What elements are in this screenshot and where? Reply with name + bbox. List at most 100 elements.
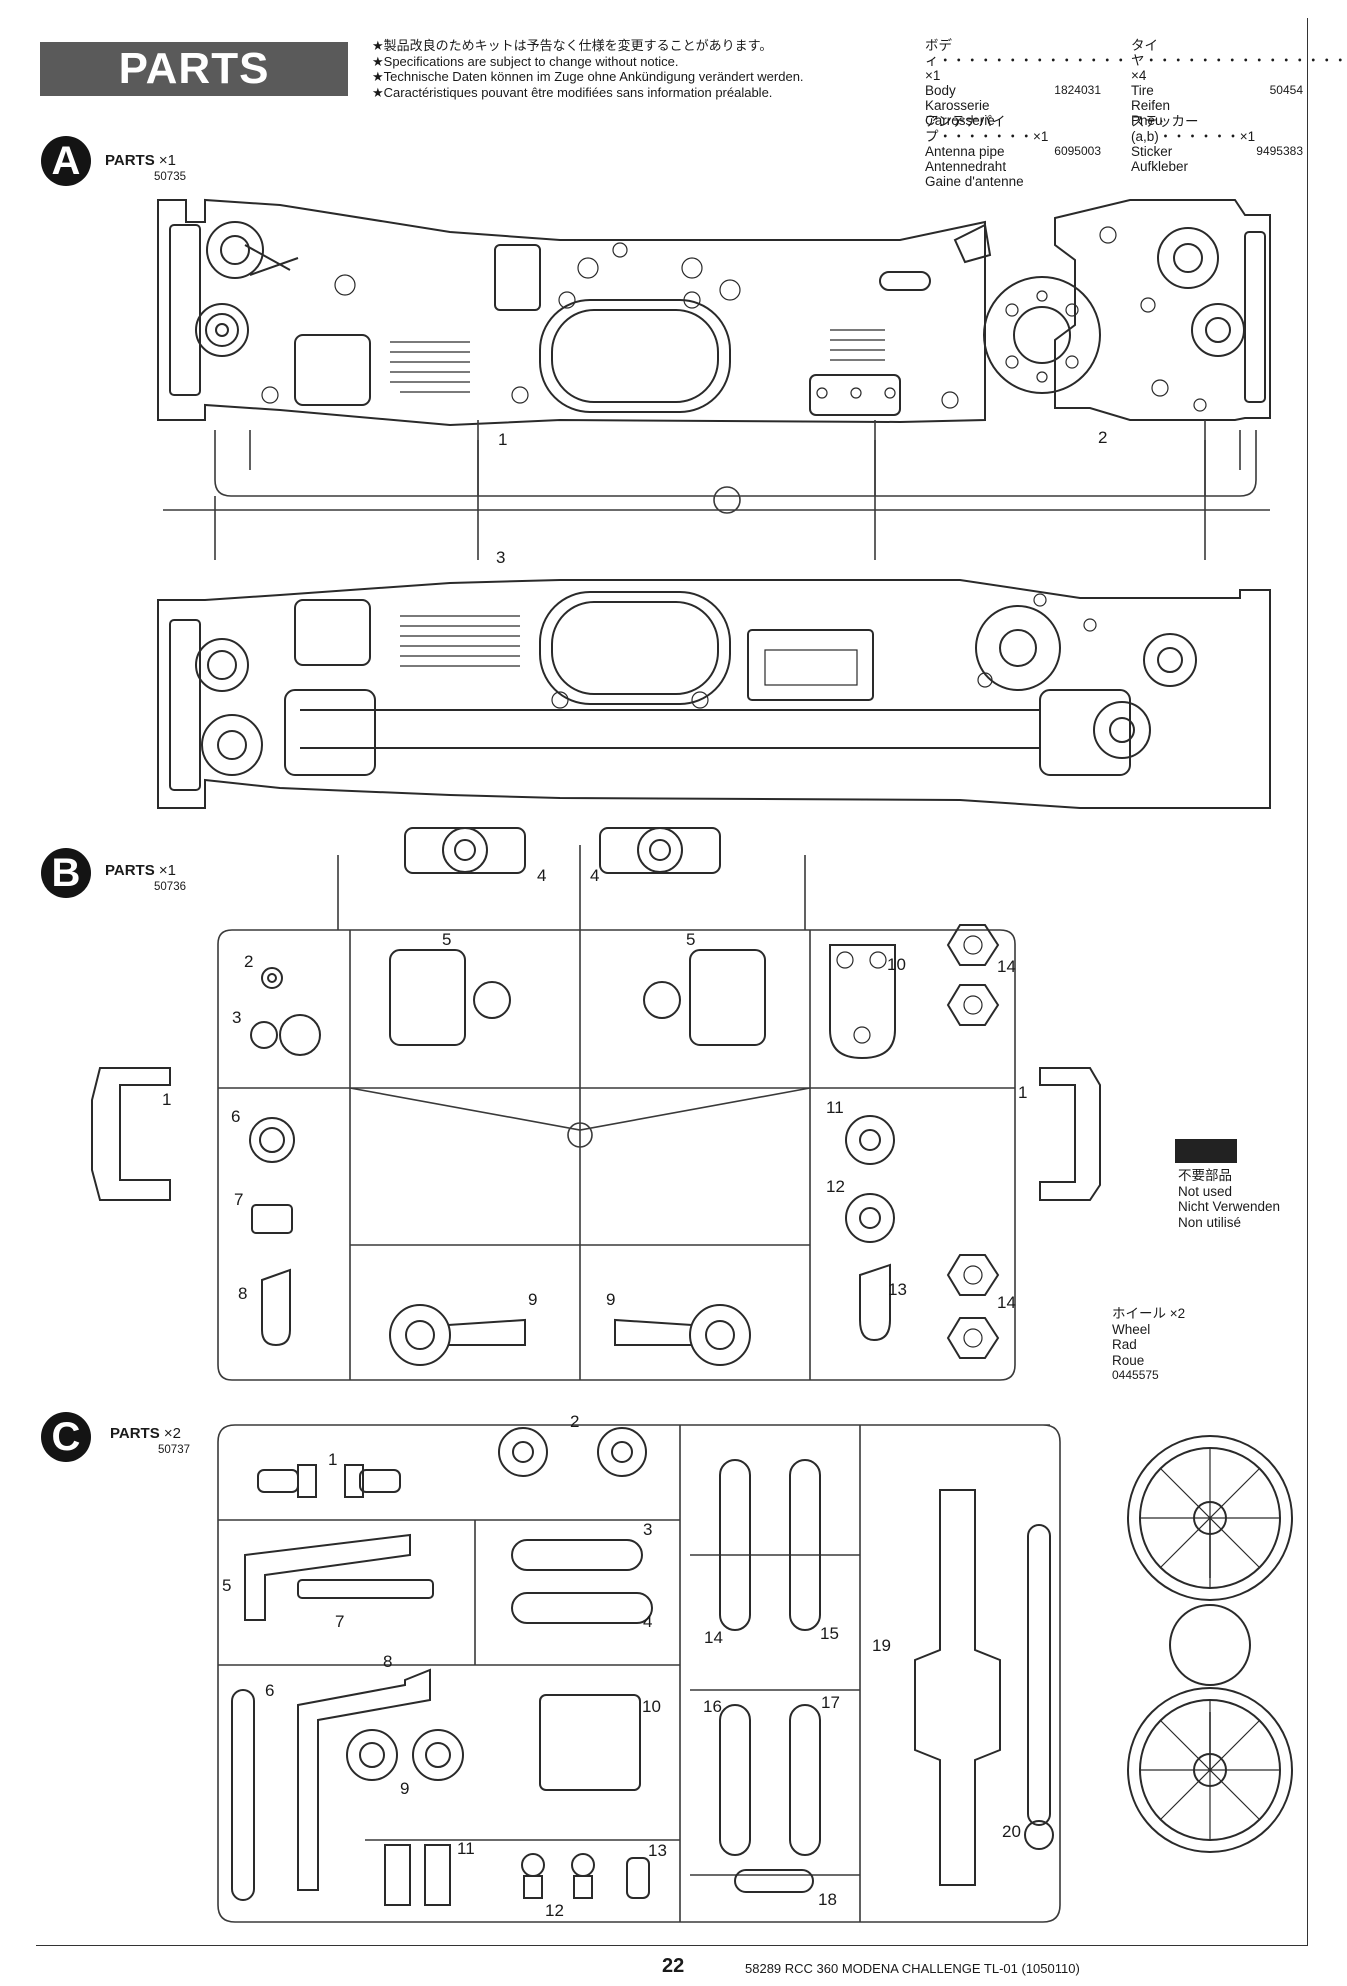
b-label-11: 11 <box>826 1098 844 1117</box>
wheel-code: 0445575 <box>1112 1368 1159 1382</box>
b-label-10: 10 <box>887 955 906 974</box>
c-label-15: 15 <box>820 1624 839 1643</box>
sticker-info: ステッカー(a,b)・・・・・・×1 Sticker 9495383 Aufkle… <box>1131 114 1303 174</box>
c-label-5: 5 <box>222 1576 232 1595</box>
section-c-code: 50737 <box>158 1444 190 1456</box>
wheel-info: ホイール ×2 Wheel Rad Roue 0445575 <box>1112 1306 1185 1384</box>
b-label-14a: 14 <box>997 957 1016 976</box>
tire-en: Tire <box>1131 83 1154 98</box>
body-fr: Carrosserie <box>925 113 995 128</box>
section-a-label: PARTS ×1 <box>105 152 177 169</box>
c-label-18: 18 <box>818 1890 837 1909</box>
not-used-legend: 不要部品 Not used Nicht Verwenden Non utilis… <box>1178 1168 1280 1230</box>
section-b-label: PARTS ×1 <box>105 862 177 879</box>
c-label-9: 9 <box>400 1779 410 1798</box>
wheel-en: Wheel <box>1112 1321 1151 1337</box>
chassis-part-2-drawing <box>983 199 1271 421</box>
section-b-code: 50736 <box>154 881 186 893</box>
c-label-1: 1 <box>328 1450 338 1469</box>
spec-note-jp: ★製品改良のためキットは予告なく仕様を変更することがあります。 <box>372 38 773 53</box>
legend-fr: Non utilisé <box>1178 1214 1242 1230</box>
wheel-fr: Roue <box>1112 1352 1145 1368</box>
section-c-marker: C <box>41 1412 91 1462</box>
legend-jp: 不要部品 <box>1178 1168 1232 1183</box>
page-frame <box>36 18 1308 1946</box>
body-jp: ボディ・・・・・・・・・・・・・・×1 <box>925 38 1128 83</box>
c-label-10: 10 <box>642 1697 661 1716</box>
c-label-12: 12 <box>545 1901 564 1920</box>
parts-banner: PARTS <box>40 42 348 96</box>
c-label-11: 11 <box>457 1839 475 1858</box>
b-label-12: 12 <box>826 1177 845 1196</box>
legend-en: Not used <box>1178 1183 1233 1199</box>
tire-de: Reifen <box>1131 98 1171 113</box>
c-label-8: 8 <box>383 1652 393 1671</box>
part-b14-drawing <box>946 924 1000 1359</box>
body-de: Karosserie <box>925 98 990 113</box>
c-label-3: 3 <box>643 1520 653 1539</box>
part-b9-drawing <box>389 1304 751 1366</box>
b-label-7: 7 <box>234 1190 244 1209</box>
spec-note-fr: ★Caractéristiques pouvant être modifiées… <box>372 84 773 100</box>
spec-note-de: ★Technische Daten können im Zuge ohne An… <box>372 69 804 84</box>
c-label-16: 16 <box>703 1697 722 1716</box>
a-label-2: 2 <box>1098 428 1108 447</box>
page-number: 22 <box>662 1955 685 1977</box>
spec-notes: ★製品改良のためキットは予告なく仕様を変更することがあります。 ★Specifi… <box>372 38 804 100</box>
wheel-jp: ホイール ×2 <box>1112 1306 1186 1321</box>
b-label-5b: 5 <box>686 930 696 949</box>
section-a-code: 50735 <box>154 171 186 183</box>
c-label-4: 4 <box>643 1612 653 1631</box>
b-label-5a: 5 <box>442 930 452 949</box>
sticker-jp: ステッカー(a,b)・・・・・・×1 <box>1131 114 1256 144</box>
b-label-2: 2 <box>244 952 254 971</box>
antenna-jp: アンテナパイプ・・・・・・・×1 <box>925 114 1049 144</box>
sticker-de: Aufkleber <box>1131 159 1189 174</box>
antenna-en: Antenna pipe <box>925 144 1005 159</box>
section-c-drawing <box>217 1424 1061 1923</box>
sticker-code: 9495383 <box>1256 144 1303 158</box>
b-label-1b: 1 <box>1018 1083 1028 1102</box>
c-label-2: 2 <box>570 1412 580 1431</box>
part-b4-drawing <box>404 827 721 874</box>
body-en: Body <box>925 83 956 98</box>
b-label-8: 8 <box>238 1284 248 1303</box>
section-b-drawing <box>91 827 1101 1381</box>
antenna-fr: Gaine d'antenne <box>925 174 1024 189</box>
section-b-marker: B <box>41 848 91 898</box>
not-used-swatch <box>1175 1139 1237 1163</box>
runner-a <box>163 420 1270 560</box>
section-c-label: PARTS ×2 <box>110 1425 182 1442</box>
sticker-en: Sticker <box>1131 144 1173 159</box>
wheel-de: Rad <box>1112 1337 1137 1352</box>
tire-code: 50454 <box>1269 83 1303 97</box>
c-label-13: 13 <box>648 1841 667 1860</box>
b-label-9a: 9 <box>528 1290 538 1309</box>
c-label-7: 7 <box>335 1612 345 1631</box>
chassis-part-3-drawing <box>157 579 1271 809</box>
footer-info: 58289 RCC 360 MODENA CHALLENGE TL-01 (10… <box>745 1961 1080 1976</box>
tire-fr: Pneu <box>1131 113 1163 128</box>
wheel-drawing <box>1127 1435 1293 1853</box>
b-label-9b: 9 <box>606 1290 616 1309</box>
c-label-14: 14 <box>704 1628 723 1647</box>
antenna-code: 6095003 <box>1054 144 1101 158</box>
b-label-14b: 14 <box>997 1293 1016 1312</box>
c-label-17: 17 <box>821 1693 840 1712</box>
b-label-4b: 4 <box>590 866 600 885</box>
b-label-6: 6 <box>231 1107 241 1126</box>
a-label-1: 1 <box>498 430 508 449</box>
section-a-drawing <box>157 198 1271 809</box>
b-label-1a: 1 <box>162 1090 172 1109</box>
b-label-3: 3 <box>232 1008 242 1027</box>
part-b5-drawing <box>389 949 766 1046</box>
c-label-6: 6 <box>265 1681 275 1700</box>
c-label-19: 19 <box>872 1636 891 1655</box>
a-label-3: 3 <box>496 548 506 567</box>
spec-note-en: ★Specifications are subject to change wi… <box>372 53 679 69</box>
b-label-13: 13 <box>888 1280 907 1299</box>
